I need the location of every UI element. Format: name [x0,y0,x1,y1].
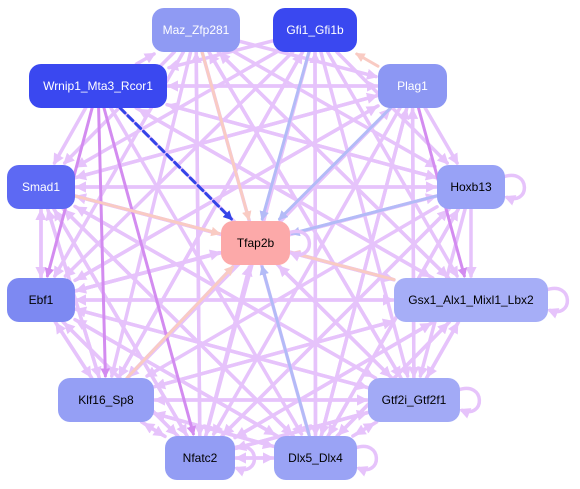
edge-maz-to-tfap [200,50,252,221]
edge-klf-to-gsx [152,318,395,389]
edge-hoxb-to-tfap [290,194,439,237]
node-klf16-sp8[interactable]: Klf16_Sp8 [58,378,154,422]
edge-dlx-to-gfi [309,51,321,438]
edge-wrnip-to-nfatc [102,106,196,436]
self-loop-gsx [545,286,570,319]
edge-dlx-to-hoxb [326,209,459,438]
node-plag1[interactable]: Plag1 [378,64,447,108]
edge-wrnip-to-smad [52,106,88,165]
edge-plag-to-gfi [355,52,380,68]
edge-maz-to-hoxb [232,50,437,169]
edge-smad-to-tfap [73,194,221,237]
node-gfi1-gfi1b[interactable]: Gfi1_Gfi1b [273,8,357,52]
edge-wrnip-to-maz [134,52,156,66]
edge-plag-to-nfatc [211,106,402,436]
node-label: Wrnip1_Mta3_Rcor1 [43,79,153,93]
node-label: Smad1 [22,180,60,194]
edge-ebf-to-plag [73,105,378,283]
node-label: Gtf2i_Gtf2f1 [382,393,447,407]
edge-gsx-to-wrnip [137,108,435,280]
edge-nfatc-to-klf [142,422,167,439]
edge-gtf-to-gsx [424,322,460,380]
edge-gtf-to-ebf [74,306,370,390]
edge-dlx-to-gtf [351,422,376,438]
edge-plag-to-tfap [278,106,392,221]
edge-klf-to-ebf [54,322,94,380]
self-loop-gtf [457,386,482,419]
edge-nfatc-to-smad [53,209,189,438]
edge-nfatc-to-hoxb [220,209,449,438]
edge-dlx-to-klf [153,410,276,449]
node-gtf2i-gtf2f1[interactable]: Gtf2i_Gtf2f1 [368,378,460,422]
edge-nfatc-to-maz [190,51,202,438]
node-label: Gfi1_Gfi1b [286,23,344,37]
node-label: Klf16_Sp8 [78,393,134,407]
edge-gtf-to-smad [75,205,378,380]
node-label: Plag1 [397,79,428,93]
edge-gsx-to-tfap [290,250,396,282]
node-wrnip1-mta3-rcor1[interactable]: Wrnip1_Mta3_Rcor1 [29,64,167,108]
node-label: Gsx1_Alx1_Mixl1_Lbx2 [408,293,534,307]
self-loop-nfatc [232,444,257,477]
node-label: Maz_Zfp281 [163,23,230,37]
edge-gfi-to-tfap [259,50,311,221]
node-gsx1-alx1-mixl1-lbx2[interactable]: Gsx1_Alx1_Mixl1_Lbx2 [394,278,548,322]
node-label: Ebf1 [29,293,54,307]
node-label: Nfatc2 [183,451,218,465]
self-loop-hoxb [502,173,527,206]
node-label: Tfap2b [237,236,275,250]
edge-gtf-to-maz [208,52,403,380]
edge-wrnip-to-dlx [109,106,304,436]
node-label: Dlx5_Dlx4 [288,451,343,465]
node-hoxb13[interactable]: Hoxb13 [437,165,505,209]
node-smad1[interactable]: Smad1 [7,165,75,209]
edge-klf-to-gfi [116,52,304,380]
edge-wrnip-to-tfap [118,106,233,221]
node-layer: Maz_Zfp281 Gfi1_Gfi1b Wrnip1_Mta3_Rcor1 … [7,8,548,480]
edge-wrnip-to-klf [97,106,111,378]
node-label: Hoxb13 [450,180,492,194]
node-tfap2b[interactable]: Tfap2b [221,221,290,265]
edge-klf-to-tfap [125,265,235,380]
node-dlx5-dlx4[interactable]: Dlx5_Dlx4 [274,436,357,480]
edge-plag-to-hoxb [423,106,459,165]
node-maz-zfp281[interactable]: Maz_Zfp281 [152,8,240,52]
node-nfatc2[interactable]: Nfatc2 [165,436,235,480]
edge-dlx-to-tfap [259,265,311,438]
node-ebf1[interactable]: Ebf1 [7,278,75,322]
edge-hoxb-to-klf [145,205,439,378]
self-loop-dlx [354,444,379,477]
self-loop-tfap [287,229,312,262]
edge-nfatc-to-gsx [233,322,432,440]
